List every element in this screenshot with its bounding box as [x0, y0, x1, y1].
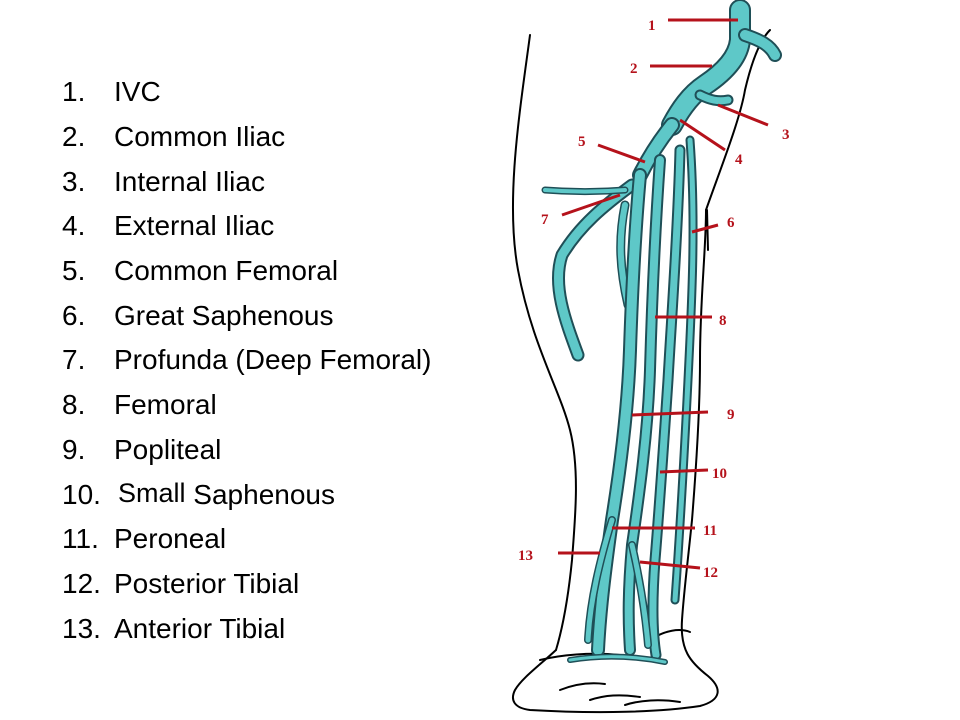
legend-item: 11. Peroneal — [62, 517, 431, 562]
vein-network — [541, 0, 782, 665]
callout-number-13: 13 — [518, 548, 533, 564]
legend-label: Posterior Tibial — [114, 567, 300, 599]
callout-line-12 — [639, 560, 701, 570]
vein-legend: 1. IVC 2. Common Iliac 3. Internal Iliac 4.… — [62, 70, 431, 651]
callout-line-7 — [561, 193, 621, 217]
callout-number-12: 12 — [703, 565, 718, 581]
callout-number-1: 1 — [648, 18, 656, 34]
legend-label: Great Saphenous — [114, 299, 334, 331]
legend-item: 8. Femoral — [62, 383, 431, 428]
callout-line-3 — [717, 103, 769, 127]
leg-outline — [511, 29, 771, 714]
legend-number: 11. — [62, 523, 99, 555]
legend-number: 2. — [62, 121, 86, 153]
callout-number-5: 5 — [578, 134, 586, 150]
callout-numbers: 1 2 3 4 5 6 7 8 9 10 11 12 13 — [518, 18, 790, 581]
legend-number: 10. — [62, 478, 101, 510]
callout-number-10: 10 — [712, 466, 727, 482]
legend-item: 10. Small Saphenous — [62, 472, 431, 517]
legend-number: 5. — [62, 255, 86, 287]
callout-line-9 — [631, 410, 709, 417]
callout-line-6 — [691, 223, 719, 234]
legend-label: Common Iliac — [114, 121, 286, 153]
legend-item: 13. Anterior Tibial — [62, 606, 431, 651]
legend-label: Popliteal — [114, 433, 222, 465]
legend-label: External Iliac — [114, 210, 275, 242]
callout-number-9: 9 — [727, 407, 735, 423]
legend-label-small: Small — [118, 478, 186, 509]
legend-label: IVC — [114, 76, 161, 108]
legend-label: Profunda (Deep Femoral) — [114, 344, 432, 376]
callout-number-3: 3 — [782, 127, 790, 143]
callout-lines — [558, 18, 769, 570]
callout-line-10 — [659, 468, 709, 474]
legend-item: 4. External Iliac — [62, 204, 431, 249]
legend-label-rest: Saphenous — [185, 478, 335, 510]
legend-number: 12. — [62, 567, 101, 599]
legend-label: Anterior Tibial — [114, 612, 286, 644]
legend-label: Femoral — [114, 389, 217, 421]
ivc-vein-fill — [663, 1, 749, 134]
legend-item: 5. Common Femoral — [62, 249, 431, 294]
legend-label: Common Femoral — [114, 255, 339, 287]
legend-item: 1. IVC — [62, 70, 431, 115]
legend-item: 9. Popliteal — [62, 428, 431, 473]
callout-number-2: 2 — [630, 61, 638, 77]
legend-number: 7. — [62, 344, 86, 376]
legend-number: 1. — [62, 76, 86, 108]
legend-label: Internal Iliac — [114, 165, 265, 197]
callout-number-8: 8 — [719, 313, 727, 329]
legend-number: 9. — [62, 433, 86, 465]
callout-number-11: 11 — [703, 523, 717, 539]
legend-item: 6. Great Saphenous — [62, 293, 431, 338]
callout-line-5 — [597, 143, 646, 164]
legend-label: Peroneal — [114, 523, 227, 555]
callout-line-4 — [679, 118, 726, 152]
legend-item: 12. Posterior Tibial — [62, 562, 431, 607]
legend-number: 13. — [62, 612, 101, 644]
legend-number: 4. — [62, 210, 86, 242]
legend-number: 8. — [62, 389, 86, 421]
legend-number: 6. — [62, 299, 86, 331]
callout-number-7: 7 — [541, 212, 549, 228]
legend-item: 7. Profunda (Deep Femoral) — [62, 338, 431, 383]
legend-item: 3. Internal Iliac — [62, 159, 431, 204]
legend-number: 3. — [62, 165, 86, 197]
callout-number-4: 4 — [735, 152, 743, 168]
legend-item: 2. Common Iliac — [62, 115, 431, 160]
callout-number-6: 6 — [727, 215, 735, 231]
